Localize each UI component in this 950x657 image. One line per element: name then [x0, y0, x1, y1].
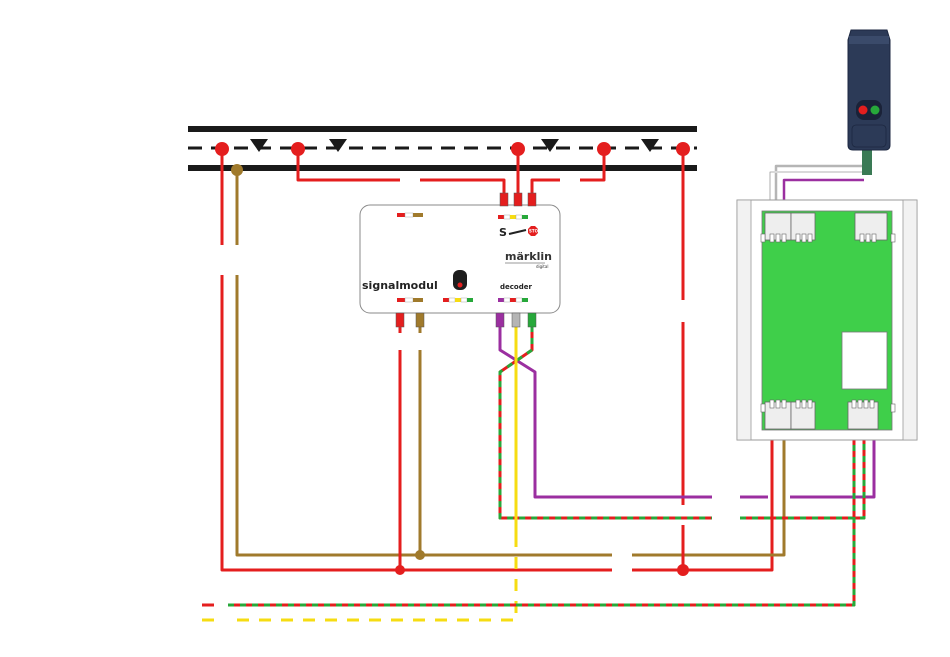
track-contact-dot-brown	[231, 164, 243, 176]
board-rail-left	[737, 200, 751, 440]
brand-logo: märklin	[505, 250, 552, 263]
signal-lamp-green	[871, 106, 880, 115]
signal-module: S STOP märklin digital signalmodul decod…	[360, 193, 560, 327]
color-strip-bottom-left	[397, 298, 423, 302]
brand-sub: digital	[536, 264, 548, 269]
plug-red	[528, 193, 536, 206]
track-contact-dot	[215, 142, 229, 156]
junction-dot	[395, 565, 405, 575]
direction-arrow-icon	[250, 139, 268, 152]
color-strip-top-right	[498, 215, 528, 219]
wire-brown-main-right	[632, 430, 784, 555]
wire-red-main-right2	[632, 430, 772, 570]
track-contact-dot	[511, 142, 525, 156]
track-contact-dot	[291, 142, 305, 156]
module-name-label: signalmodul	[362, 279, 438, 292]
junction-dot	[677, 564, 689, 576]
board-pcb	[762, 211, 892, 430]
track-contact-dot	[676, 142, 690, 156]
wire-redgreen-decoder-right	[740, 430, 864, 518]
plug-brown	[416, 313, 424, 327]
wire-red-feed-right	[532, 149, 604, 196]
color-strip-bottom-right	[498, 298, 528, 302]
connector-top-left	[761, 213, 815, 242]
decoder-board	[737, 200, 917, 440]
track-rail-bottom	[188, 165, 697, 171]
plug-red	[396, 313, 404, 327]
signal-head	[848, 30, 890, 175]
decoder-label: decoder	[500, 283, 532, 291]
track-contact-dot	[597, 142, 611, 156]
plug-red	[514, 193, 522, 206]
color-strip-bottom-mid	[443, 298, 473, 302]
stop-label: STOP	[529, 229, 541, 234]
direction-arrow-icon	[641, 139, 659, 152]
track-rail-top	[188, 126, 697, 132]
wire-redgreen-decoder	[500, 326, 712, 518]
plug-green	[528, 313, 536, 327]
s-label: S	[499, 226, 507, 239]
direction-arrow-icon	[329, 139, 347, 152]
button-led	[458, 283, 463, 288]
wire-red-feed-left	[298, 149, 504, 196]
color-strip-top-left	[397, 213, 423, 217]
plug-grey	[512, 313, 520, 327]
board-chip	[842, 332, 887, 389]
junction-dot-brown	[415, 550, 425, 560]
connector-bottom-left	[761, 400, 815, 429]
signal-base	[852, 125, 886, 147]
signal-lamp-red	[859, 106, 868, 115]
signal-cap	[849, 36, 889, 44]
board-rail-right	[903, 200, 917, 440]
plug-red	[500, 193, 508, 206]
track	[188, 126, 697, 171]
direction-arrow-icon	[541, 139, 559, 152]
plug-purple	[496, 313, 504, 327]
